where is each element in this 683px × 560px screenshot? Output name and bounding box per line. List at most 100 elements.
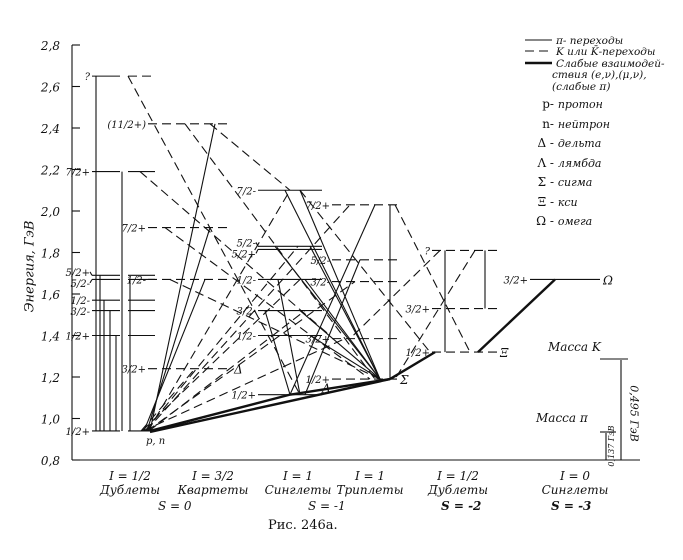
- y-tick-label: 1,4: [41, 330, 60, 344]
- k-transition: [349, 250, 441, 340]
- particle-symbol: Δ -: [537, 136, 554, 150]
- particle-name: дельта: [557, 137, 602, 150]
- pi-transition: [304, 259, 361, 395]
- pi-transition: [304, 279, 381, 380]
- y-tick-label: 2,8: [40, 39, 60, 53]
- pi-transition: [289, 204, 376, 395]
- strangeness-minus-2: S = -2: [441, 499, 482, 513]
- lambda-mark: Λ: [321, 382, 331, 396]
- multiplet-name: Синглеты: [264, 483, 332, 497]
- xi-mark: Ξ: [499, 346, 509, 360]
- pi-transition: [274, 245, 381, 380]
- legend-particle: Σ - сигма: [528, 175, 593, 189]
- weak-transition: [149, 377, 391, 434]
- legend-particle: Δ - дельта: [528, 137, 601, 149]
- y-tick-label: 2,6: [40, 81, 60, 95]
- multiplet-name: Дублеты: [100, 483, 160, 497]
- isospin-label: I = 1: [282, 469, 314, 483]
- y-tick-label: 0,8: [41, 454, 60, 468]
- k-transition: [127, 75, 301, 395]
- transition-line: [144, 245, 299, 432]
- level-spin-label: 1/2-: [71, 296, 91, 307]
- weak-transition: [149, 393, 291, 433]
- legend-pi-transitions: π- переходы: [556, 35, 624, 47]
- level-spin-label: 1/2+: [406, 348, 430, 359]
- level-spin-label: 5/2-: [237, 238, 257, 249]
- multiplet-name: Триплеты: [336, 483, 404, 497]
- legend-particle: Λ - лямбда: [528, 157, 601, 169]
- k-transition: [184, 123, 376, 380]
- level-spin-label: ?: [85, 72, 91, 83]
- pi-transition: [264, 310, 291, 395]
- y-tick-label: 2,2: [40, 164, 60, 178]
- isospin-label: I = 1/2: [437, 469, 479, 483]
- multiplet-name: Дублеты: [428, 483, 488, 497]
- level-spin-label: 1/2+: [232, 391, 256, 402]
- pi-transition: [284, 190, 381, 380]
- pion-mass-value: 0,137 ГэВ: [607, 425, 616, 467]
- legend-particle: Ω - омега: [528, 215, 592, 227]
- level-spin-label: 7/2-: [237, 186, 257, 197]
- level-spin-label: 3/2+: [504, 275, 528, 286]
- y-axis-label: Энергия, ГэВ: [22, 220, 38, 313]
- legend-weak-line3: (слабые π): [552, 81, 611, 93]
- level-spin-label: 7/2+: [306, 201, 330, 212]
- k-transition: [169, 278, 381, 380]
- label-leader: [255, 249, 259, 254]
- weak-transition: [389, 351, 436, 381]
- pi-transition: [309, 335, 381, 380]
- level-spin-label: 1/2+: [66, 332, 90, 343]
- y-tick-label: 1,0: [41, 413, 60, 427]
- legend-weak-line2: ствия (e,ν),(μ,ν),: [552, 69, 647, 81]
- level-spin-label: 5/2+: [66, 268, 90, 279]
- level-spin-label: 7/2+: [66, 168, 90, 179]
- transition-line: [145, 204, 351, 432]
- kaon-mass-value: 0,495 ГэВ: [627, 385, 641, 442]
- legend-particle: Ξ - кси: [528, 196, 578, 208]
- y-tick-label: 1,8: [41, 247, 60, 261]
- particle-symbol: Σ -: [537, 175, 554, 189]
- delta-mark: Δ: [233, 363, 243, 377]
- level-spin-label: 1/2+: [66, 427, 90, 438]
- pion-mass-label: Масса π: [536, 411, 588, 425]
- level-spin-label: 3/2-: [311, 278, 331, 289]
- weak-transition: [289, 377, 391, 396]
- pi-transition: [299, 310, 381, 380]
- label-leader: [89, 279, 93, 284]
- isospin-label: I = 0: [559, 469, 591, 483]
- particle-symbol: Ξ -: [537, 194, 554, 209]
- legend-weak-line1: Слабые взаимодей-: [556, 58, 665, 70]
- level-spin-label: (11/2+): [107, 120, 146, 131]
- particle-name: омега: [557, 215, 593, 228]
- particle-symbol: Λ -: [537, 155, 554, 170]
- pi-transition: [309, 246, 381, 380]
- particle-name: нейтрон: [557, 117, 611, 131]
- y-tick-label: 1,2: [41, 371, 60, 385]
- transition-line: [149, 123, 216, 432]
- y-tick-label: 2,4: [40, 122, 60, 136]
- nucleon-mark: p, n: [146, 436, 165, 447]
- level-spin-label: ?: [425, 246, 431, 257]
- level-spin-label: 1/2-: [237, 332, 257, 343]
- strangeness-0: S = 0: [158, 499, 192, 513]
- particle-name: лямбда: [557, 156, 602, 170]
- transition-line: [142, 338, 346, 432]
- sigma-mark: Σ: [399, 373, 409, 387]
- omega-mark: Ω: [602, 273, 613, 287]
- strangeness-minus-1: S = -1: [308, 499, 346, 513]
- level-spin-label: 7/2+: [122, 224, 146, 235]
- weak-transition: [477, 278, 556, 353]
- level-spin-label: 1/2+: [306, 375, 330, 386]
- particle-symbol: p-: [542, 97, 554, 111]
- figure-caption: Рис. 246а.: [268, 518, 338, 533]
- transition-line: [143, 279, 206, 432]
- particle-symbol: Ω -: [536, 214, 554, 228]
- particle-name: сигма: [557, 176, 593, 189]
- strangeness-minus-3: S = -3: [551, 499, 592, 513]
- level-spin-label: 5/2+: [232, 249, 256, 260]
